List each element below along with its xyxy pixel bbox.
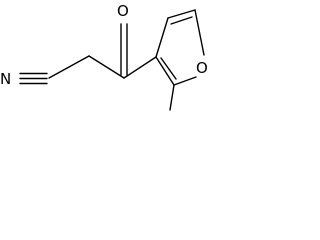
ring-oxygen-label: O xyxy=(196,59,208,77)
furan-o-c2-bond xyxy=(173,76,197,86)
nitrile-ch2-bond xyxy=(48,55,90,79)
furan-c2-c3-inner xyxy=(160,57,177,80)
carbonyl-furan-bond xyxy=(123,56,157,79)
structure-canvas: N O O xyxy=(0,0,217,116)
furan-c2-c3-bond xyxy=(155,56,175,86)
ch2-carbonyl-bond xyxy=(88,55,125,79)
carbonyl-oxygen-label: O xyxy=(117,2,129,20)
furan-c5-o-bond xyxy=(194,9,205,56)
furan-c4-c5-inner xyxy=(170,16,193,25)
furan-c4-c5-bond xyxy=(167,9,196,19)
nitrogen-label: N xyxy=(0,70,11,88)
methyl-bond xyxy=(169,84,175,111)
molecule-drawing: N O O xyxy=(0,2,208,111)
furan-c3-c4-bond xyxy=(155,17,169,58)
